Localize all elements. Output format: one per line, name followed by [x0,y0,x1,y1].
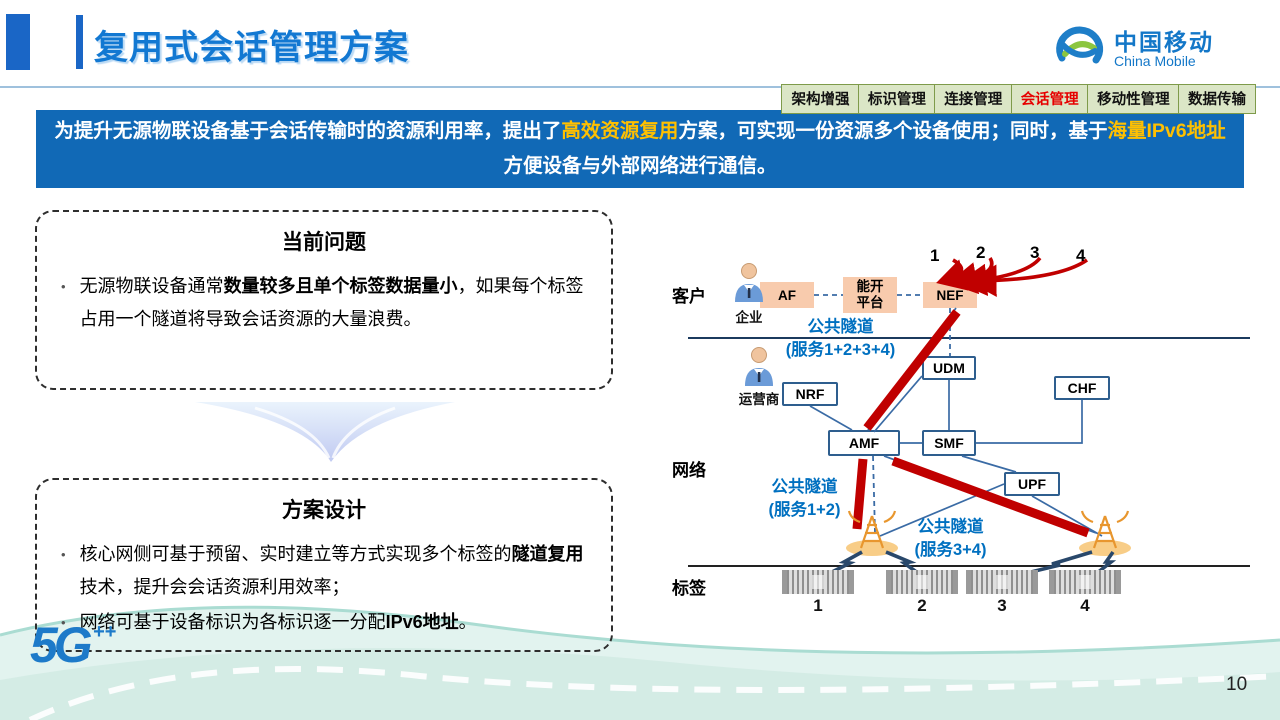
wave-decoration [0,605,1280,720]
problem-text-bold: 数量较多且单个标签数据量小 [223,276,458,296]
china-mobile-logo: 中国移动 China Mobile [1052,24,1214,74]
bullet-dot: • [61,615,66,630]
row-label-customer: 客户 [672,287,706,306]
design1-bold: 隧道复用 [511,544,584,564]
design2-post: 。 [458,612,477,632]
tag-number-2: 2 [917,596,927,615]
tunnel-top-line1: 公共隧道 [807,318,874,336]
service-number-2: 2 [976,243,986,262]
tunnel-top-line2: (服务1+2+3+4) [785,341,896,359]
tunnel-label-right: 公共隧道 (服务3+4) [878,516,1023,562]
section-tab-bar: 架构增强 标识管理 连接管理 会话管理 移动性管理 数据传输 [781,84,1256,114]
title-accent-bar [76,15,83,69]
rfid-tag-4 [1049,570,1121,594]
tunnel-right-line2: (服务3+4) [914,541,987,559]
5g-logo-plusplus: ++ [92,621,117,644]
problem-text-pre: 无源物联设备通常 [79,276,224,296]
node-amf: AMF [828,430,900,456]
china-mobile-swirl-icon [1056,26,1104,64]
banner-seg1: 为提升无源物联设备基于会话传输时的资源利用率，提出了 [54,120,562,142]
design-box: 方案设计 • 核心网侧可基于预留、实时建立等方式实现多个标签的隧道复用技术，提升… [35,478,613,652]
node-udm: UDM [922,356,976,380]
tag-number-1: 1 [813,596,823,615]
row-label-network: 网络 [672,461,706,480]
node-open-platform: 能开 平台 [843,277,897,313]
node-chf: CHF [1054,376,1110,400]
bullet-dot: • [61,279,66,294]
problem-box: 当前问题 • 无源物联设备通常数量较多且单个标签数据量小，如果每个标签占用一个隧… [35,210,613,390]
banner-highlight-1: 高效资源复用 [561,120,679,142]
network-diagram: 客户 网络 标签 企业 运营商 AF 能开 平台 NEF 1 2 3 4 [660,230,1260,630]
row-label-tags: 标签 [672,579,706,598]
banner-seg3: 方便设备与外部网络进行通信。 [503,155,777,177]
open-platform-line2: 平台 [856,295,884,310]
tab-mobility[interactable]: 移动性管理 [1087,84,1180,114]
banner-highlight-2: 海量IPv6地址 [1107,120,1226,142]
design-bullet-1: • 核心网侧可基于预留、实时建立等方式实现多个标签的隧道复用技术，提升会会话资源… [61,538,591,604]
operator-person-icon [745,347,773,386]
tag-number-3: 3 [997,596,1007,615]
logo-text-en: China Mobile [1114,52,1196,69]
problem-box-title: 当前问题 [282,231,366,254]
tab-session-active[interactable]: 会话管理 [1010,84,1089,114]
design-box-title: 方案设计 [282,499,366,522]
tunnel-left-line2: (服务1+2) [768,501,841,519]
rfid-tag-1 [782,570,854,594]
page-title: 复用式会话管理方案 [94,29,409,67]
operator-label: 运营商 [738,392,780,407]
logo-text-zh: 中国移动 [1114,28,1214,55]
tag-number-4: 4 [1080,596,1090,615]
design-bullet-2: • 网络可基于设备标识为各标识逐一分配IPv6地址。 [61,606,591,639]
node-af: AF [760,282,814,308]
open-platform-line1: 能开 [856,279,884,294]
tunnel-right-line1: 公共隧道 [917,518,984,536]
5g-logo-text: 5G [30,617,93,673]
tab-identity[interactable]: 标识管理 [857,84,936,114]
node-upf: UPF [1004,472,1060,496]
service-number-3: 3 [1030,243,1040,262]
service-number-1: 1 [930,246,940,265]
node-nrf: NRF [782,382,838,406]
summary-banner: 为提升无源物联设备基于会话传输时的资源利用率，提出了高效资源复用方案，可实现一份… [36,110,1244,188]
node-nef: NEF [923,282,977,308]
tunnel-left-line1: 公共隧道 [771,478,838,496]
rfid-tag-3 [966,570,1038,594]
tunnel-label-top: 公共隧道 (服务1+2+3+4) [768,316,913,362]
node-smf: SMF [922,430,976,456]
tab-connection[interactable]: 连接管理 [934,84,1013,114]
bullet-dot: • [61,547,66,562]
design1-pre: 核心网侧可基于预留、实时建立等方式实现多个标签的 [79,544,512,564]
enterprise-label: 企业 [735,310,763,325]
rfid-tag-2 [886,570,958,594]
design1-post: 技术，提升会会话资源利用效率； [79,577,350,597]
banner-seg2: 方案，可实现一份资源多个设备使用；同时，基于 [678,120,1108,142]
tab-architecture[interactable]: 架构增强 [781,84,860,114]
title-accent-square [6,14,30,70]
antenna-right [1079,510,1131,556]
5g-plus-plus-logo: 5G++ [30,616,116,674]
tab-data-transfer[interactable]: 数据传输 [1178,84,1256,114]
design2-bold: IPv6地址 [385,612,459,632]
service-number-4: 4 [1076,246,1086,265]
page-number: 10 [1226,674,1248,695]
enterprise-person-icon [735,263,763,302]
problem-bullet: • 无源物联设备通常数量较多且单个标签数据量小，如果每个标签占用一个隧道将导致会… [61,270,591,336]
header-divider [0,86,1280,88]
design2-pre: 网络可基于设备标识为各标识逐一分配 [79,612,386,632]
tunnel-label-left: 公共隧道 (服务1+2) [732,476,877,522]
down-funnel-arrow-icon [195,402,455,462]
problem-text-post: ，如果每个标签占用一个隧道将导致会话资源的大量浪费。 [79,276,584,329]
